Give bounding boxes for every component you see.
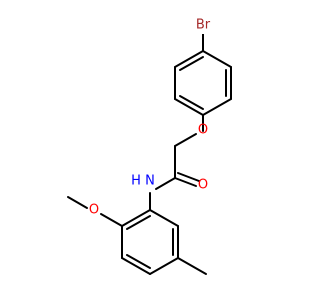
bond-o-ch2 — [174, 133, 197, 147]
ether-oxygen-atom: O — [198, 123, 208, 138]
bromine-label: Br — [196, 18, 211, 33]
amide-hydrogen-label: H — [131, 174, 141, 189]
bond-r2-o — [100, 213, 123, 227]
bond-r1-r2-inner — [126, 215, 151, 230]
bond-carbonyl-n — [155, 177, 176, 190]
bond-r5-methyl — [177, 257, 207, 275]
bond-r6-r1 — [149, 209, 179, 227]
methoxy-oxygen-label: O — [89, 203, 99, 218]
amide-nitrogen-atom: H N — [131, 174, 155, 189]
bond-c4-c5-inner — [179, 95, 204, 110]
bond-r3-r4-inner — [126, 254, 151, 269]
atom-label-layer: Br O O H N O — [89, 18, 213, 218]
bond-c6-c1-inner — [179, 56, 204, 71]
amide-nitrogen-label: N — [145, 174, 155, 189]
bond-r4-r5 — [149, 257, 179, 275]
bond-carbonyl-o — [174, 177, 197, 187]
bond-c6-c1 — [174, 50, 204, 68]
bond-layer — [67, 31, 232, 275]
ether-oxygen-label: O — [198, 123, 208, 138]
bond-c4-c5 — [174, 98, 204, 116]
bond-r1-r2 — [121, 209, 151, 227]
bond-carbonyl-o-double — [177, 172, 200, 182]
bond-r3-r4 — [121, 257, 151, 275]
carbonyl-oxygen-label: O — [198, 178, 208, 193]
bond-o-methyl — [67, 196, 88, 209]
bond-c3-c4 — [202, 98, 232, 116]
carbonyl-oxygen-atom: O — [198, 178, 208, 193]
bond-c1-c2 — [202, 50, 232, 68]
molecule-structure: Br O O H N O — [67, 18, 232, 275]
bromine-atom: Br — [193, 18, 213, 34]
methoxy-oxygen-atom: O — [89, 203, 99, 218]
